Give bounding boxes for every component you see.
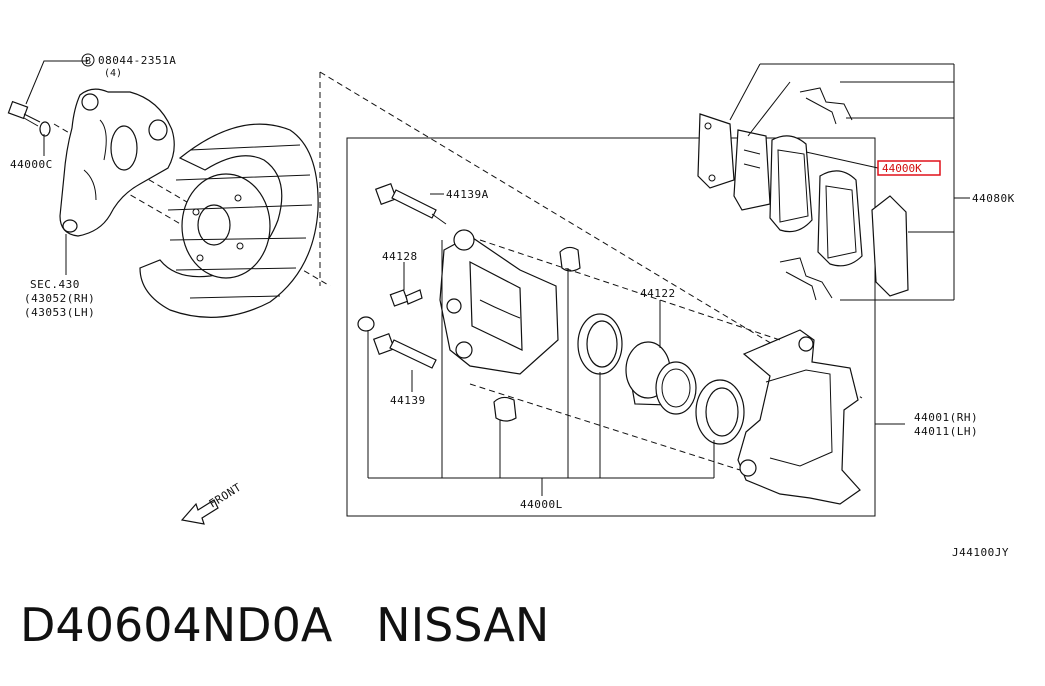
label-44122: 44122 bbox=[640, 287, 676, 300]
dust-shield bbox=[139, 123, 319, 318]
pad-retainer-clips bbox=[779, 87, 853, 301]
caliper-bracket bbox=[737, 329, 861, 505]
label-44139: 44139 bbox=[390, 394, 426, 407]
caliper-body bbox=[439, 229, 559, 375]
piston-boot bbox=[695, 379, 745, 445]
label-44128: 44128 bbox=[382, 250, 418, 263]
label-44000c: 44000C bbox=[10, 158, 53, 171]
front-direction-arrow bbox=[180, 499, 219, 525]
label-front: FRONT bbox=[207, 481, 244, 511]
bolt-qty-label: (4) bbox=[104, 68, 122, 79]
guide-pin-upper bbox=[374, 182, 447, 225]
label-44000k-highlighted: 44000K bbox=[882, 162, 922, 175]
caliper-assembly-frame bbox=[346, 137, 876, 517]
highlight-box bbox=[877, 160, 941, 176]
anti-squeal-shim-outer bbox=[697, 113, 735, 189]
bolt-spec-label: 08044-2351A bbox=[98, 54, 176, 67]
mounting-bolt bbox=[7, 100, 41, 127]
caliper-piston bbox=[625, 341, 697, 415]
label-44139a: 44139A bbox=[446, 188, 489, 201]
bleeder-screw bbox=[389, 289, 423, 307]
label-sec-430: SEC.430 bbox=[30, 278, 80, 291]
seal-kit-callout-lines bbox=[367, 239, 781, 496]
washer bbox=[39, 121, 51, 137]
pin-boot-upper bbox=[559, 246, 581, 272]
label-caliper-lh: 44011(LH) bbox=[914, 425, 978, 438]
label-44000l: 44000L bbox=[520, 498, 563, 511]
label-sec-rh: (43052(RH) bbox=[24, 292, 95, 305]
brake-pad-inner bbox=[769, 135, 813, 233]
pad-shim bbox=[733, 129, 771, 211]
bolt-callout: B 08044-2351A (4) bbox=[81, 53, 176, 79]
diagram-code: J44100JY bbox=[952, 546, 1009, 559]
pin-boot-lower bbox=[493, 396, 517, 422]
label-44080k: 44080K bbox=[972, 192, 1015, 205]
pad-kit-callout-lines bbox=[729, 63, 970, 301]
part-number-caption: D40604ND0A NISSAN bbox=[20, 598, 550, 652]
piston-seal bbox=[577, 313, 623, 375]
label-caliper-rh: 44001(RH) bbox=[914, 411, 978, 424]
steering-knuckle bbox=[59, 88, 175, 237]
anti-squeal-shim-inner bbox=[871, 195, 909, 297]
bolt-prefix-label: B bbox=[85, 56, 91, 67]
guide-pin-lower bbox=[357, 316, 437, 369]
label-sec-lh: (43053(LH) bbox=[24, 306, 95, 319]
brake-pad-outer bbox=[817, 170, 863, 267]
